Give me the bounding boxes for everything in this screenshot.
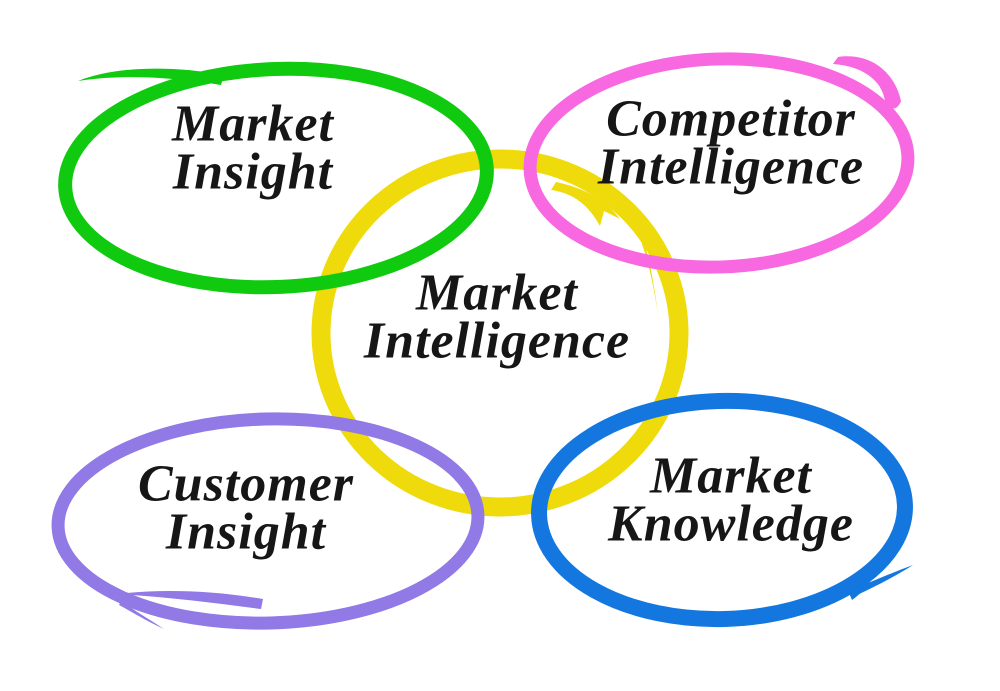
label-line: Knowledge bbox=[608, 496, 854, 553]
label-line: Customer bbox=[137, 455, 355, 513]
label-line: Competitor bbox=[606, 90, 856, 148]
label-line: Insight bbox=[172, 144, 334, 201]
market-insight-brush-flick bbox=[78, 68, 224, 85]
label-line: Market bbox=[416, 264, 578, 322]
market-insight-label: Market Insight bbox=[172, 95, 334, 201]
label-line: Market bbox=[650, 447, 812, 505]
market-knowledge-label: Market Knowledge bbox=[608, 447, 854, 553]
competitor-intelligence-brush-flick bbox=[833, 56, 901, 109]
label-line: Intelligence bbox=[363, 313, 631, 370]
market-intelligence-label: Market Intelligence bbox=[363, 264, 631, 370]
competitor-intelligence-circle bbox=[523, 52, 915, 274]
customer-insight-brush-tip bbox=[117, 591, 263, 609]
customer-insight-circle bbox=[51, 412, 485, 630]
market-intelligence-brush-tip bbox=[551, 182, 620, 226]
market-insight-brush-tip bbox=[133, 74, 204, 109]
label-line: Market bbox=[172, 95, 334, 153]
market-knowledge-brush-flick bbox=[854, 565, 913, 595]
customer-insight-label: Customer Insight bbox=[137, 455, 355, 561]
customer-insight-brush-flick bbox=[119, 601, 164, 629]
label-line: Intelligence bbox=[597, 139, 865, 196]
market-knowledge-circle bbox=[531, 392, 913, 628]
market-insight-circle bbox=[58, 61, 494, 295]
competitor-intelligence-label: Competitor Intelligence bbox=[597, 90, 865, 196]
label-line: Insight bbox=[165, 504, 327, 561]
market-intelligence-circle bbox=[311, 149, 689, 517]
